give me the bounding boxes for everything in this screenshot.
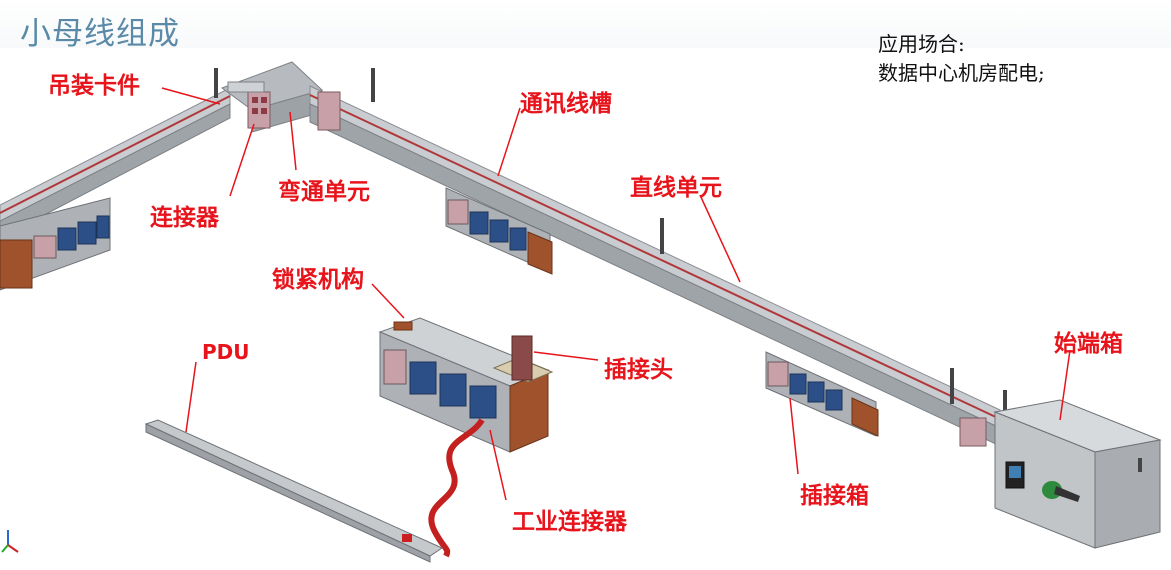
label-comm-trough: 通讯线槽	[520, 91, 612, 117]
application-value: 数据中心机房配电;	[878, 61, 1045, 85]
start-box	[993, 399, 1162, 549]
pdu-strip	[144, 419, 444, 563]
label-hanger: 吊装卡件	[48, 73, 140, 99]
label-connector: 连接器	[150, 205, 219, 231]
busway-left-arm	[0, 87, 231, 239]
label-bend-unit: 弯通单元	[278, 179, 370, 205]
application-note: 应用场合: 数据中心机房配电;	[878, 30, 1045, 88]
plug-box-center	[445, 187, 553, 275]
red-cable	[428, 418, 485, 558]
label-pdu: PDU	[202, 340, 250, 364]
header-band	[0, 0, 1171, 48]
label-lock-mechanism: 锁紧机构	[272, 267, 364, 293]
plug-box-right	[765, 351, 879, 437]
bend-unit	[220, 61, 323, 133]
hanger-rods	[214, 68, 1007, 416]
page-title: 小母线组成	[20, 16, 180, 52]
plug-box-left	[0, 197, 111, 291]
label-straight-unit: 直线单元	[630, 175, 722, 201]
busway-right-arm	[309, 85, 1001, 447]
label-industrial-connector: 工业连接器	[512, 509, 627, 535]
application-label: 应用场合:	[878, 32, 965, 56]
label-start-box: 始端箱	[1054, 331, 1123, 357]
leader-lines	[161, 87, 1071, 501]
axis-triad-icon	[1, 530, 19, 553]
label-plug-head: 插接头	[604, 357, 673, 383]
label-plug-box: 插接箱	[800, 483, 869, 509]
